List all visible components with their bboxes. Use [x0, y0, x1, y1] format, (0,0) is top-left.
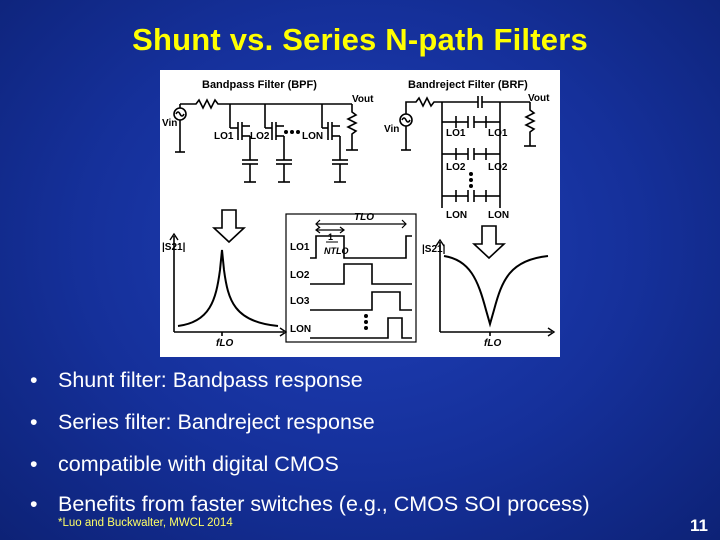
page-number: 11: [690, 516, 708, 535]
timing-lo1-label: LO1: [290, 242, 310, 253]
timing-tlo-label: TLO: [354, 212, 374, 223]
bullet-dot-icon: •: [30, 492, 38, 516]
brf-title: Bandreject Filter (BRF): [408, 79, 528, 91]
slide-title: Shunt vs. Series N-path Filters: [132, 22, 588, 57]
brf-lo2-label-b: LO2: [488, 162, 508, 173]
brf-lon-label-b: LON: [488, 210, 509, 221]
bpf-shunt-path-n: [321, 104, 348, 183]
brf-s21-label: |S21|: [422, 244, 446, 255]
bullet-item: • compatible with digital CMOS: [30, 452, 710, 477]
figure-svg: Bandpass Filter (BPF) Vin Vout LO1: [162, 79, 556, 349]
timing-lon-label: LON: [290, 324, 311, 335]
bpf-lo2-label: LO2: [250, 131, 270, 142]
timing-lo2-label: LO2: [290, 270, 310, 281]
brf-vout-label: Vout: [528, 93, 550, 104]
bpf-title: Bandpass Filter (BPF): [202, 79, 317, 91]
bullet-dot-icon: •: [30, 410, 38, 434]
bullet-dot-icon: •: [30, 452, 38, 476]
brf-input-resistor: [405, 96, 442, 114]
bpf-series-resistor: [180, 98, 352, 110]
nPath-filter-figure: Bandpass Filter (BPF) Vin Vout LO1: [160, 70, 560, 357]
bullet-item: • Benefits from faster switches (e.g., CM…: [30, 492, 710, 517]
brf-lo2-label-a: LO2: [446, 162, 466, 173]
bullet-dot-icon: •: [30, 368, 38, 392]
timing-one-label: 1: [328, 232, 333, 242]
bpf-s21-label: |S21|: [162, 242, 186, 253]
timing-lo3-label: LO3: [290, 296, 310, 307]
bullet-text: compatible with digital CMOS: [58, 452, 339, 476]
bullet-item: • Shunt filter: Bandpass response: [30, 368, 710, 393]
citation: *Luo and Buckwalter, MWCL 2014: [58, 517, 233, 529]
bpf-shunt-path-2: [264, 104, 292, 183]
brf-lo1-label-b: LO1: [488, 128, 508, 139]
timing-ntlo-label: NTLO: [324, 246, 349, 256]
brf-down-arrow-icon: [471, 225, 507, 260]
bullet-text: Series filter: Bandreject response: [58, 410, 375, 434]
bpf-response-plot: [169, 232, 288, 337]
brf-series-paths: [441, 102, 501, 208]
bpf-vout-label: Vout: [352, 94, 374, 105]
brf-lo1-label-a: LO1: [446, 128, 466, 139]
brf-load-resistor: [524, 102, 536, 146]
bpf-down-arrow-icon: [211, 209, 247, 244]
bpf-load-resistor: [346, 104, 358, 150]
bpf-flo-label: fLO: [216, 338, 233, 349]
brf-lon-label-a: LON: [446, 210, 467, 221]
bpf-lon-label: LON: [302, 131, 323, 142]
bullet-text: Shunt filter: Bandpass response: [58, 368, 363, 392]
lo-timing-diagram: [285, 213, 417, 343]
bpf-lo1-label: LO1: [214, 131, 234, 142]
bullet-item: • Series filter: Bandreject response: [30, 410, 710, 435]
brf-vin-label: Vin: [384, 124, 399, 135]
brf-flo-label: fLO: [484, 338, 501, 349]
bullet-text: Benefits from faster switches (e.g., CMO…: [58, 492, 590, 516]
bpf-shunt-path-1: [229, 104, 258, 183]
bpf-vin-label: Vin: [162, 118, 177, 129]
brf-response-plot: [435, 238, 556, 337]
